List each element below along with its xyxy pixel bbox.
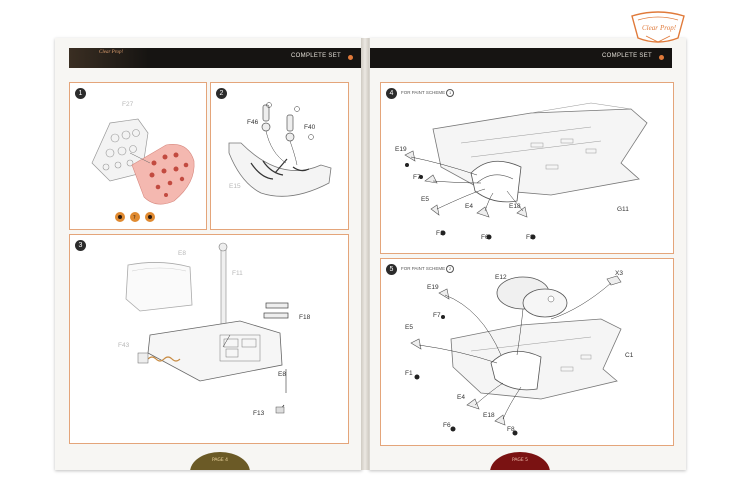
header-title: COMPLETE SET (291, 53, 341, 59)
step-5-diagram: E12 X3 E19 F7 E5 F1 E4 E18 F6 F8 C1 (405, 270, 634, 436)
label-f8: F8 (507, 426, 515, 433)
logo-text-2: Prop! (659, 24, 677, 32)
step-4-number: 4 (386, 88, 397, 99)
header-dot (659, 55, 664, 60)
label-e18: E18 (509, 203, 521, 210)
label-e15: E15 (229, 183, 241, 190)
step-5-number: 5 (386, 264, 397, 275)
label-x3: X3 (615, 270, 623, 277)
step-1-panel: 1 F27 (69, 82, 207, 230)
label-e8-bottom: E8 (278, 371, 286, 378)
step-2-panel: 2 F46 F40 E15 (210, 82, 349, 230)
label-f27: F27 (122, 101, 134, 108)
step-2-number: 2 (216, 88, 227, 99)
label-c1: C1 (625, 352, 634, 359)
step-3-panel: 3 E8 F11 F18 F43 E8 F13 (69, 234, 349, 444)
step-4-diagram: E19 F7 E5 E4 E18 F1 F6 F8 G11 (395, 102, 648, 241)
label-e4: E4 (465, 203, 473, 210)
right-header-bar: COMPLETE SET (370, 48, 672, 68)
label-f6: F6 (443, 422, 451, 429)
label-f11: F11 (232, 270, 243, 277)
label-f40: F40 (304, 124, 316, 131)
step-1-number: 1 (75, 88, 86, 99)
instruction-booklet: Clear Prop! COMPLETE SET 1 F27 (55, 38, 686, 470)
brand-logo: Clear Prop! (631, 11, 685, 43)
step-1-diagram: F27 ? (91, 101, 195, 222)
header-title: COMPLETE SET (602, 53, 652, 59)
label-e5: E5 (421, 196, 429, 203)
label-f46: F46 (247, 119, 259, 126)
label-f6: F6 (481, 234, 489, 241)
header-dot (348, 55, 353, 60)
label-e5: E5 (405, 324, 413, 331)
label-f1: F1 (436, 230, 444, 237)
label-e8-top: E8 (178, 250, 186, 257)
label-f1: F1 (405, 370, 413, 377)
booklet-spine (361, 38, 369, 470)
step-3-diagram: E8 F11 F18 F43 E8 F13 (118, 242, 311, 417)
label-f13: F13 (253, 410, 265, 417)
left-page: Clear Prop! COMPLETE SET 1 F27 (55, 38, 362, 470)
label-e19: E19 (427, 284, 439, 291)
header-logo: Clear Prop! (99, 50, 124, 55)
step-3-number: 3 (75, 240, 86, 251)
step-2-diagram: F46 F40 E15 (228, 102, 332, 197)
label-f43: F43 (118, 342, 130, 349)
logo-text-1: Clear (642, 24, 658, 32)
label-e4: E4 (457, 394, 465, 401)
label-f7: F7 (433, 312, 441, 319)
left-footer: PAGE 4 (190, 452, 250, 470)
label-e12: E12 (495, 274, 507, 281)
label-g11: G11 (617, 206, 629, 213)
left-header-bar: Clear Prop! COMPLETE SET (69, 48, 361, 68)
right-footer: PAGE 5 (490, 452, 550, 470)
label-f8: F8 (526, 234, 534, 241)
label-f18: F18 (299, 314, 311, 321)
label-e18: E18 (483, 412, 495, 419)
label-e19: E19 (395, 146, 407, 153)
label-f7: F7 (413, 174, 421, 181)
svg-text:?: ? (133, 215, 136, 221)
